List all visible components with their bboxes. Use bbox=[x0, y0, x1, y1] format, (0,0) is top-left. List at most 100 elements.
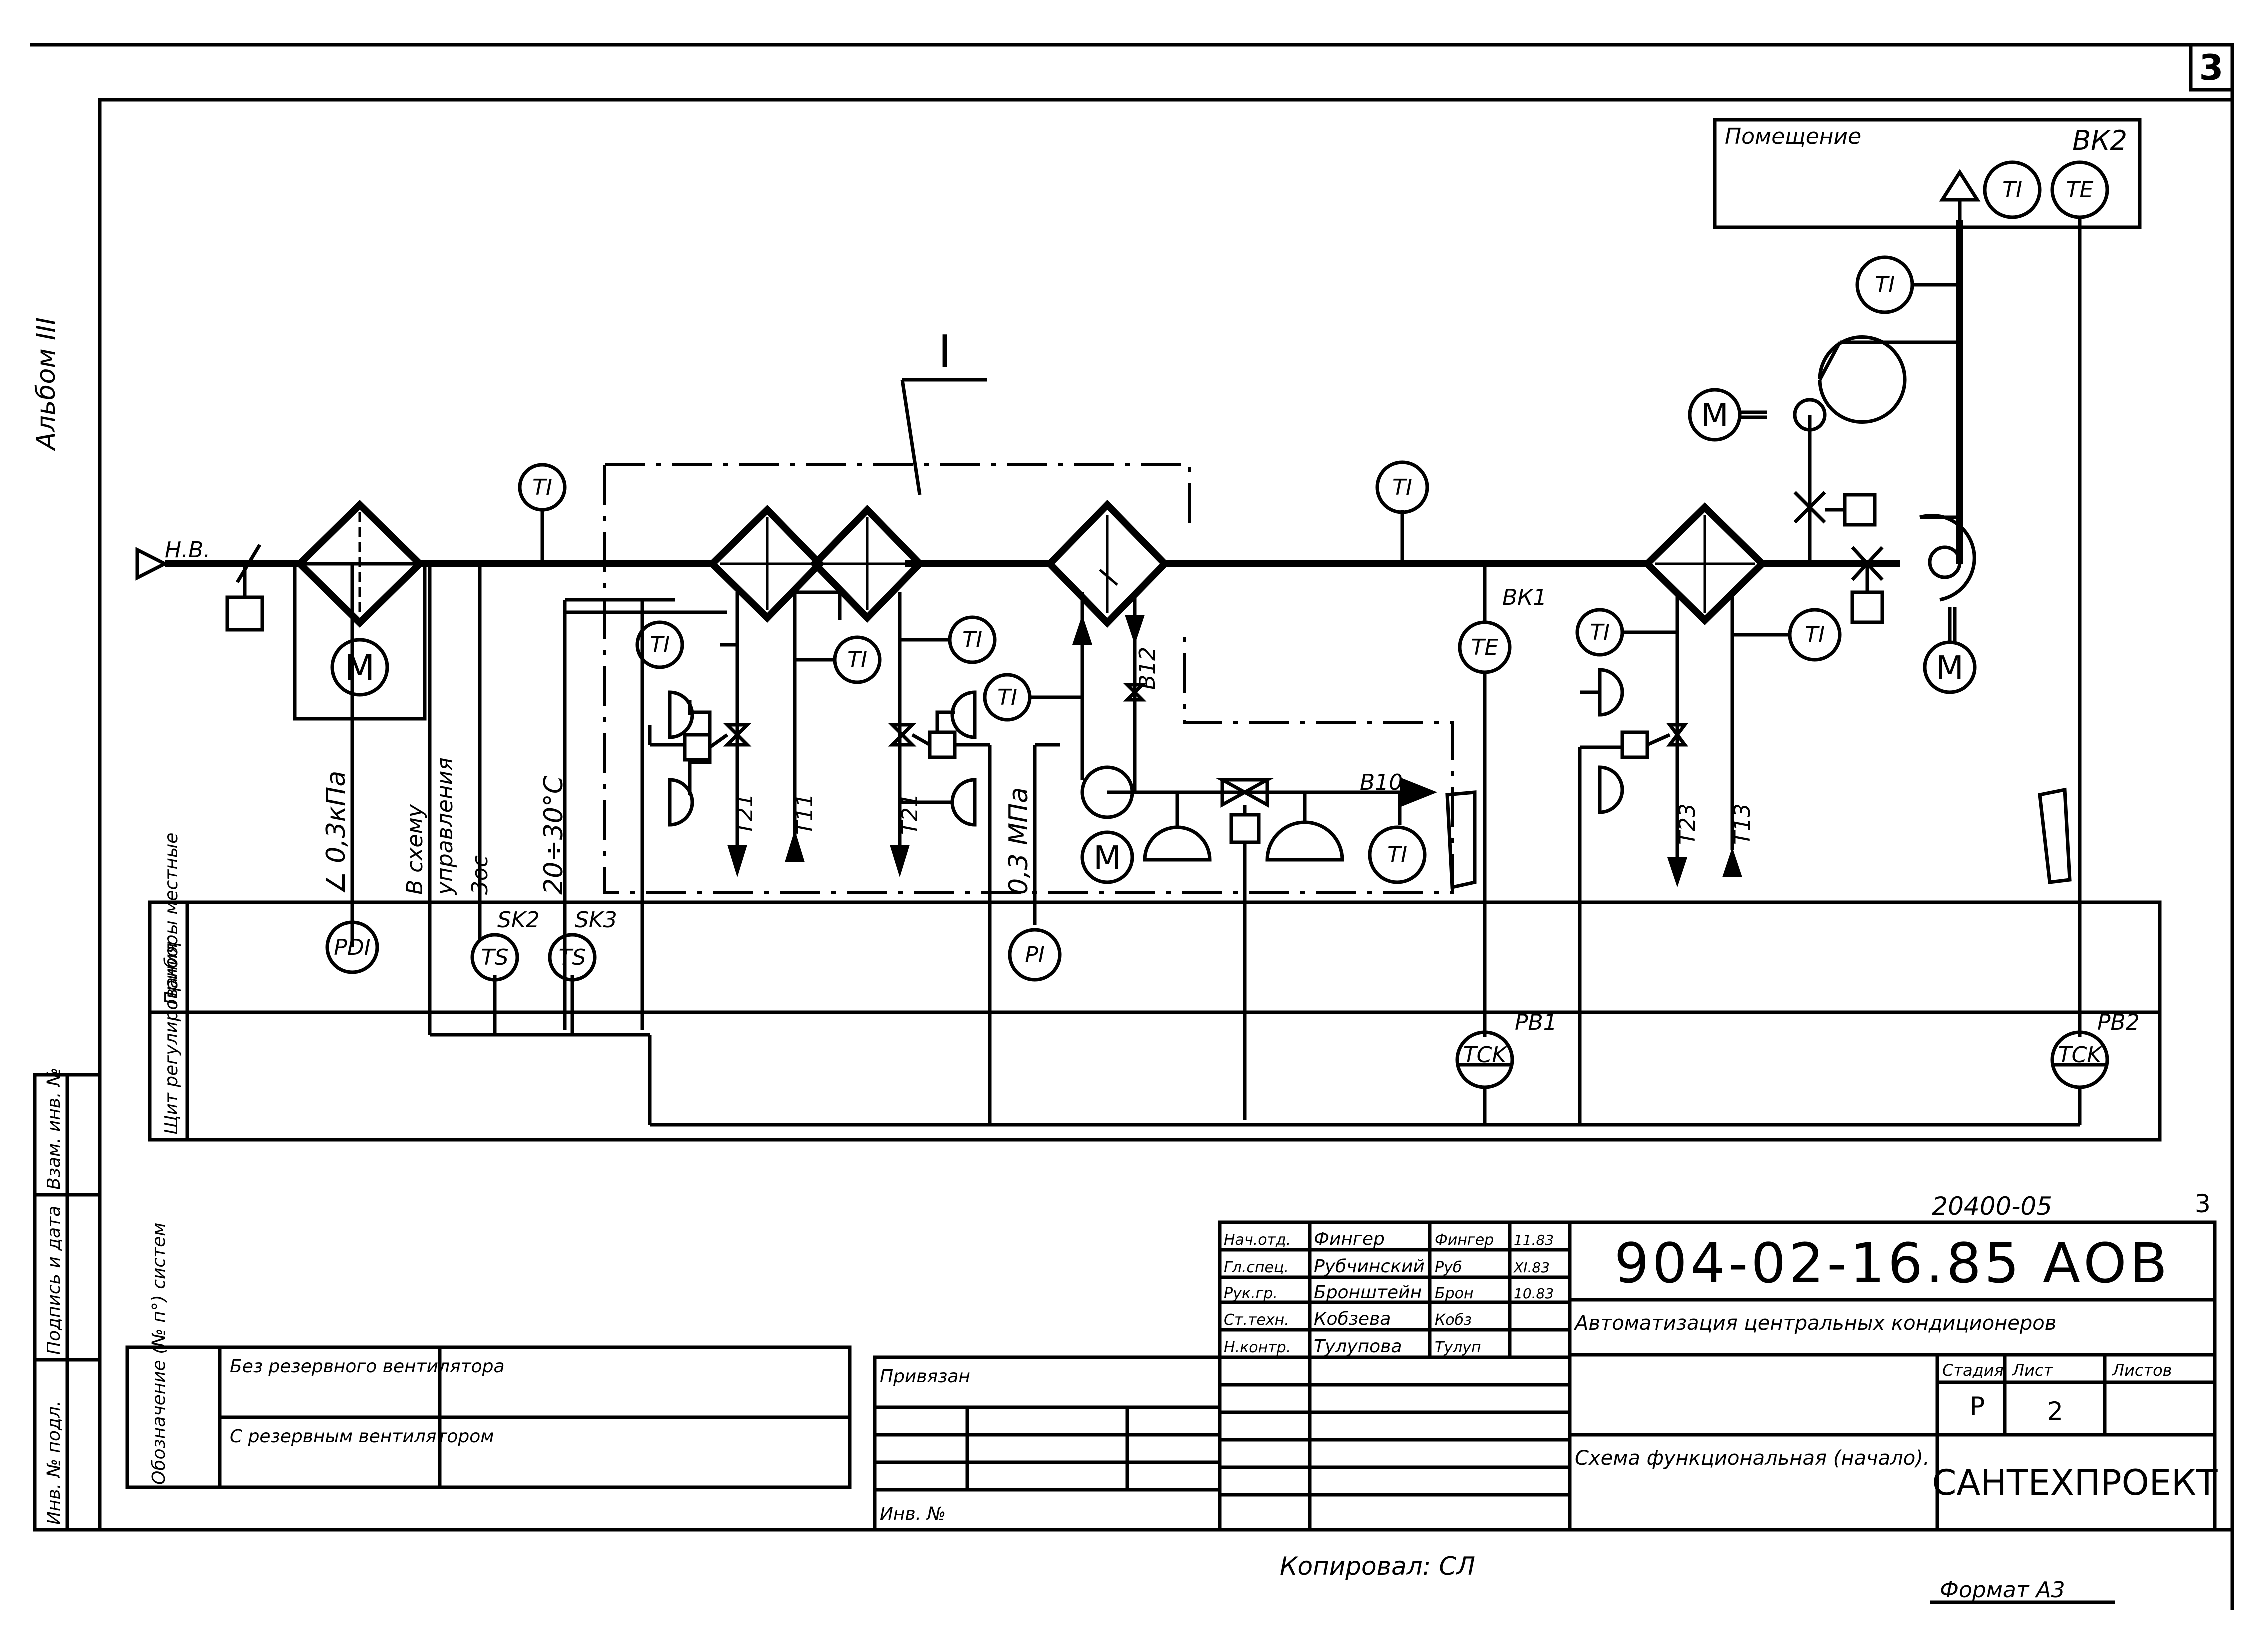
b10-tag: В10 bbox=[1360, 770, 1403, 795]
ti-2: TI bbox=[1392, 475, 1412, 500]
heater-1-piping: Т21 Т11 bbox=[668, 592, 818, 877]
project-title: Автоматизация центральных кондиционеров bbox=[1573, 1312, 2056, 1335]
fan-motor-1-label: M bbox=[1701, 397, 1728, 434]
staff-1-name: Рубчинский bbox=[1314, 1256, 1425, 1277]
ts-2: TS bbox=[559, 945, 586, 970]
intake-damper bbox=[225, 544, 264, 632]
room-label: Помещение bbox=[1725, 124, 1861, 149]
sheet-title: Схема функциональная (начало). bbox=[1575, 1447, 1930, 1470]
album-label: Альбом III bbox=[31, 317, 61, 451]
note-control-2: управления bbox=[432, 757, 458, 896]
note-pressure: 0,3 МПа bbox=[1004, 787, 1034, 895]
t13-tag: Т13 bbox=[1730, 803, 1755, 845]
staff-3-sign: Кобз bbox=[1435, 1311, 1472, 1329]
note-control-3: 3ос bbox=[467, 855, 493, 895]
sheet-value: 2 bbox=[2047, 1397, 2063, 1426]
ti-10: TI bbox=[1875, 272, 1895, 298]
copied-by: Копировал: СЛ bbox=[1280, 1552, 1475, 1581]
instrument-panels: Приборы местные Щит регулирования PDI TS… bbox=[148, 833, 2162, 1142]
pi: PI bbox=[1025, 942, 1045, 968]
tck-2: TCK bbox=[2058, 1042, 2103, 1068]
staff-4-role: Н.контр. bbox=[1224, 1339, 1291, 1356]
strip-sign: Подпись и дата bbox=[44, 1206, 64, 1355]
staff-1-date: XI.83 bbox=[1513, 1259, 1550, 1276]
heater-2-piping: Т21 bbox=[790, 590, 977, 877]
legend-row1-a: Без резервного вентилятора bbox=[230, 1356, 505, 1377]
fan-upper: M bbox=[1688, 335, 1960, 564]
doc-sheet: 3 bbox=[2195, 1189, 2211, 1218]
staff-3-name: Кобзева bbox=[1314, 1309, 1391, 1329]
panel-regulation: Щит регулирования bbox=[161, 943, 182, 1135]
rv2-tag: РВ2 bbox=[2097, 1010, 2140, 1035]
ti-1: TI bbox=[532, 475, 552, 500]
te-2: TE bbox=[2066, 177, 2094, 203]
cooler bbox=[1045, 499, 1170, 628]
pdi: PDI bbox=[334, 935, 370, 960]
staff-4-name: Тулупова bbox=[1314, 1336, 1402, 1357]
doc-code: 20400-05 bbox=[1932, 1192, 2052, 1221]
ti-6: TI bbox=[997, 685, 1017, 710]
ti-3: TI bbox=[650, 632, 670, 658]
ti-11: TI bbox=[2002, 177, 2022, 203]
vk1-tag: ВК1 bbox=[1502, 585, 1547, 610]
heater-3 bbox=[1642, 502, 1767, 625]
heater-2 bbox=[810, 504, 925, 623]
staff-2-sign: Брон bbox=[1435, 1285, 1474, 1302]
zone-label: I bbox=[938, 326, 952, 378]
ti-4: TI bbox=[847, 647, 867, 673]
t23-tag: Т23 bbox=[1675, 803, 1700, 845]
sheet-header: Лист bbox=[2012, 1361, 2053, 1380]
staff-2-name: Бронштейн bbox=[1314, 1282, 1422, 1303]
designation: 904-02-16.85 АОВ bbox=[1614, 1231, 2170, 1295]
left-strip: Инв. № подл. Подпись и дата Взам. инв. № bbox=[33, 1068, 102, 1532]
note-pressure-diff: ∠ 0,3кПа bbox=[321, 771, 351, 895]
ti-8: TI bbox=[1590, 620, 1610, 645]
format-label: Формат А3 bbox=[1940, 1577, 2065, 1603]
zone-one: I bbox=[603, 326, 1454, 894]
legend-row2-a: С резервным вентилятором bbox=[230, 1426, 494, 1447]
staff-4-sign: Тулуп bbox=[1435, 1339, 1481, 1356]
binding-label: Привязан bbox=[880, 1366, 970, 1387]
sk3-tag: SK3 bbox=[575, 907, 617, 933]
heater-3-piping: Т23 Т13 bbox=[1578, 592, 2072, 887]
pump-motor-label: M bbox=[1093, 840, 1121, 877]
fan-lower: M bbox=[1850, 513, 1977, 694]
nv-tag: Н.В. bbox=[165, 537, 210, 563]
fan-motor-2-label: M bbox=[1936, 650, 1963, 687]
motor-1-label: M bbox=[345, 647, 375, 688]
sheets-header: Листов bbox=[2112, 1361, 2172, 1380]
strip-inv: Инв. № подл. bbox=[44, 1401, 64, 1525]
t21a-tag: Т21 bbox=[732, 793, 758, 835]
room-box: Помещение ВК2 bbox=[1713, 118, 2142, 229]
sheet-number: 3 bbox=[2199, 47, 2224, 88]
t21b-tag: Т21 bbox=[897, 793, 923, 835]
tck-1: TCK bbox=[1463, 1042, 1508, 1068]
drawing-frame: 3 bbox=[30, 43, 2234, 1610]
te-1: TE bbox=[1471, 635, 1499, 660]
panel-local: Приборы местные bbox=[161, 833, 182, 1005]
staff-0-role: Нач.отд. bbox=[1224, 1231, 1291, 1249]
binding-inv: Инв. № bbox=[880, 1504, 946, 1524]
staff-2-date: 10.83 bbox=[1514, 1285, 1554, 1302]
sk2-tag: SK2 bbox=[497, 907, 540, 933]
title-block: 20400-05 3 Нач.отд. Фингер Фингер 11.83 … bbox=[1218, 1189, 2218, 1532]
ti-5: TI bbox=[962, 627, 982, 653]
instruments: TI TI TI TI TI TI TI TE ВК1 TI TI TI TI bbox=[518, 160, 2109, 1037]
ti-9: TI bbox=[1805, 622, 1825, 648]
filter-1: M bbox=[293, 500, 427, 721]
legend-header: Обозначение (№ п°) систем bbox=[149, 1223, 169, 1485]
cooler-piping: M В10 В12 bbox=[1072, 592, 1477, 1120]
heater-1 bbox=[707, 505, 825, 623]
org-name: САНТЕХПРОЕКТ bbox=[1932, 1462, 2218, 1503]
staff-1-sign: Руб bbox=[1435, 1259, 1462, 1276]
staff-0-date: 11.83 bbox=[1514, 1232, 1554, 1248]
b12-tag: В12 bbox=[1135, 647, 1160, 690]
t11-tag: Т11 bbox=[792, 793, 818, 835]
strip-replace: Взам. инв. № bbox=[44, 1068, 64, 1190]
ts-1: TS bbox=[481, 945, 509, 970]
stage-value: Р bbox=[1970, 1392, 1985, 1421]
staff-2-role: Рук.гр. bbox=[1224, 1285, 1278, 1302]
room-tag: ВК2 bbox=[2072, 125, 2127, 156]
staff-1-role: Гл.спец. bbox=[1224, 1259, 1289, 1276]
